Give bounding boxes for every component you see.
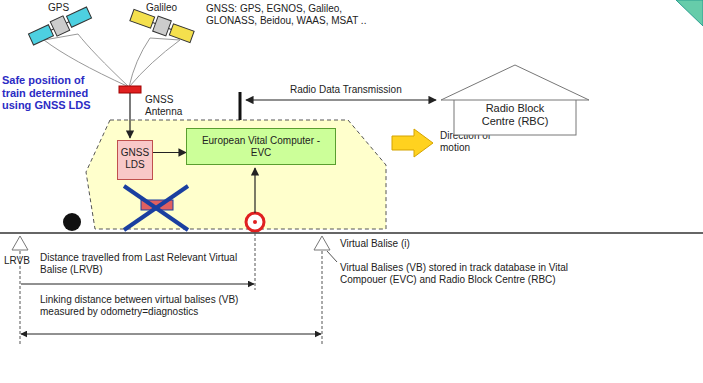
node-text: Radio Block Centre (RBC) — [474, 102, 556, 127]
antenna-feed — [129, 93, 130, 138]
galileo-satellite — [129, 8, 195, 45]
balise-marker — [12, 236, 28, 250]
balise-marker — [314, 236, 330, 250]
part-name: Virtual Balise (i) — [340, 238, 450, 250]
note: Safe position of train determined using … — [2, 74, 110, 112]
cross-out — [124, 186, 188, 230]
corner-mark — [676, 0, 703, 26]
part-name: GNSS Antenna — [145, 94, 195, 117]
leader-line — [327, 251, 337, 262]
node-text: European Vital Computer - EVC — [191, 135, 331, 158]
computer-box: European Vital Computer - EVC — [186, 128, 336, 165]
building-node: Radio Block Centre (RBC) — [440, 64, 590, 136]
dimension-label: Linking distance between virtual balises… — [40, 294, 255, 317]
satellite-name: Galileo — [146, 2, 196, 14]
dimension-extent — [322, 251, 323, 345]
dimension-label: Distance travelled from Last Relevant Vi… — [40, 252, 245, 275]
node-text: GNSS LDS — [120, 147, 150, 170]
galileo-beam — [129, 38, 180, 87]
house-wall — [454, 98, 576, 135]
odometer-hub — [253, 220, 257, 224]
cross-out — [124, 186, 188, 230]
direction-arrow — [392, 129, 433, 157]
link-label: Radio Data Transmission — [290, 84, 430, 96]
wheel — [63, 213, 81, 231]
gnss-antenna — [119, 86, 141, 93]
track — [0, 232, 703, 234]
train-body — [86, 120, 386, 229]
note: Virtual Balises (VB) stored in track dat… — [340, 262, 575, 285]
connector-arrow — [153, 152, 186, 153]
radio-mast — [239, 92, 242, 120]
radio-link — [246, 99, 436, 100]
gnss-list: GNSS: GPS, EGNOS, Galileo, GLONASS, Beid… — [206, 3, 396, 26]
part-name: LRVB — [4, 255, 44, 267]
distance-arrow — [21, 284, 254, 285]
odometer-wheel — [246, 213, 264, 231]
house-roof — [441, 65, 589, 100]
satellite-name: GPS — [48, 2, 88, 14]
linking-arrow — [21, 334, 321, 335]
processor-box: GNSS LDS — [117, 140, 153, 180]
odometry-feed — [254, 168, 255, 213]
dimension-extent — [255, 233, 256, 290]
